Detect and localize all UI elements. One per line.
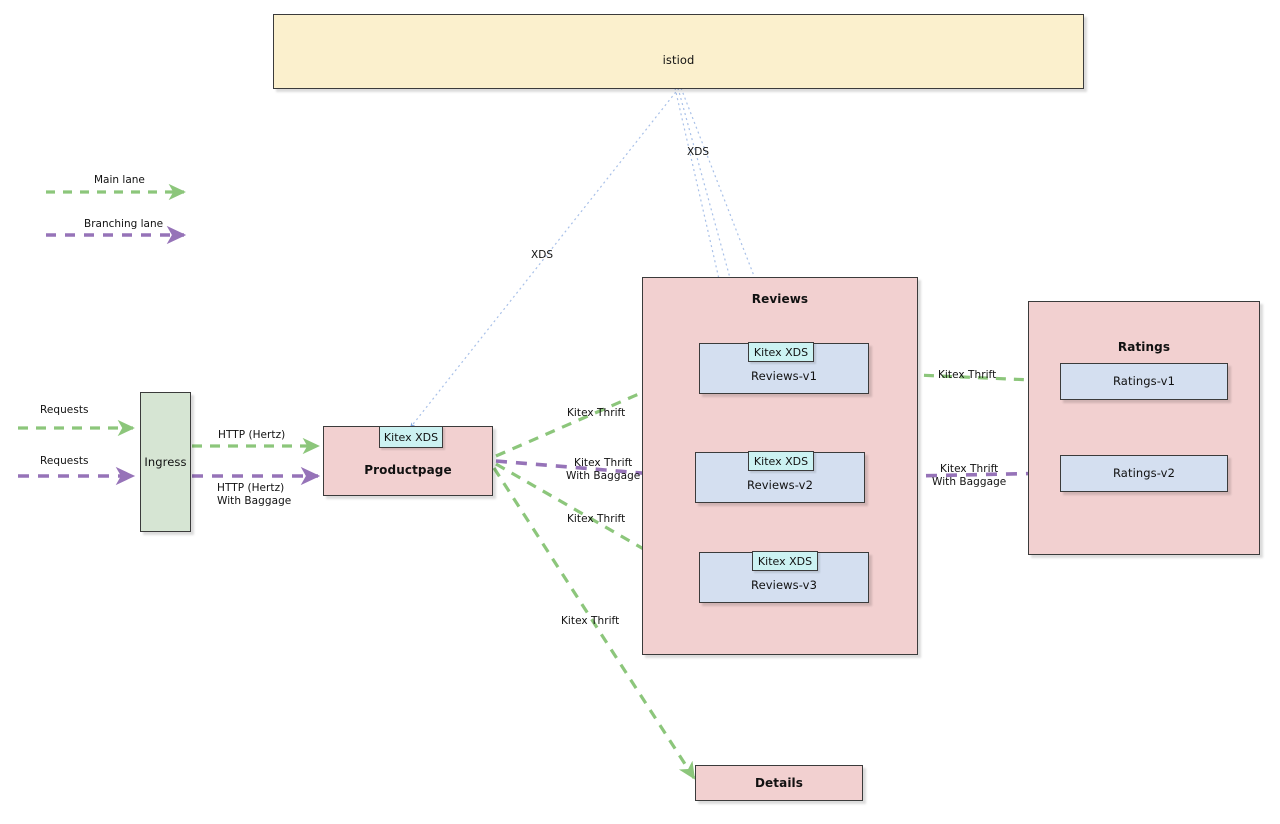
edge-label-requests-branch: Requests xyxy=(40,455,89,467)
node-reviews-v1-label: Reviews-v1 xyxy=(751,369,817,384)
edge-label-xds-reviews: XDS xyxy=(687,146,710,158)
edge-label-productpage-details: Kitex Thrift xyxy=(561,615,620,627)
reviews-v3-xds-badge[interactable]: Kitex XDS xyxy=(752,551,818,571)
node-reviews-v2[interactable]: Reviews-v2 Kitex XDS xyxy=(695,451,865,503)
node-details-label: Details xyxy=(754,775,803,790)
edge-label-productpage-reviews-v1: Kitex Thrift xyxy=(567,407,626,419)
edge-label-reviews-ratings-v1: Kitex Thrift xyxy=(938,369,997,381)
edge-label-http-hertz-baggage: HTTP (Hertz) With Baggage xyxy=(217,482,292,507)
edge-label-requests-main: Requests xyxy=(40,404,89,416)
node-details[interactable]: Details xyxy=(695,765,863,801)
node-reviews-v2-label: Reviews-v2 xyxy=(747,478,813,493)
node-istiod-label: istiod xyxy=(662,53,695,67)
node-ratings-v2[interactable]: Ratings-v2 xyxy=(1060,455,1228,492)
edge-label-productpage-reviews-v3: Kitex Thrift xyxy=(567,513,626,525)
reviews-v2-xds-badge[interactable]: Kitex XDS xyxy=(748,451,814,471)
edge-label-productpage-reviews-v2: Kitex Thrift With Baggage xyxy=(566,457,641,482)
node-reviews-group-label: Reviews xyxy=(751,292,809,306)
edge-label-xds-productpage: XDS xyxy=(531,249,554,261)
node-reviews-v3[interactable]: Reviews-v3 Kitex XDS xyxy=(699,551,869,603)
edge-label-http-hertz: HTTP (Hertz) xyxy=(218,429,286,441)
legend-label-main-lane: Main lane xyxy=(94,174,145,186)
legend-label-branching-lane: Branching lane xyxy=(84,218,164,230)
node-ratings-v1[interactable]: Ratings-v1 xyxy=(1060,363,1228,400)
node-productpage[interactable]: Productpage Kitex XDS xyxy=(323,426,493,496)
node-ratings-v2-label: Ratings-v2 xyxy=(1112,466,1176,481)
node-reviews-v1[interactable]: Reviews-v1 Kitex XDS xyxy=(699,342,869,394)
reviews-v1-xds-badge[interactable]: Kitex XDS xyxy=(748,342,814,362)
node-ingress-label: Ingress xyxy=(144,454,187,469)
node-ratings-group[interactable]: Ratings xyxy=(1028,301,1260,555)
node-reviews-v3-label: Reviews-v3 xyxy=(751,578,817,593)
edge-label-reviews-ratings-v2: Kitex Thrift With Baggage xyxy=(932,463,1007,488)
node-productpage-label: Productpage xyxy=(364,462,452,477)
node-ratings-group-label: Ratings xyxy=(1117,340,1171,354)
node-ingress[interactable]: Ingress xyxy=(140,392,191,532)
productpage-xds-badge[interactable]: Kitex XDS xyxy=(379,426,443,448)
node-istiod[interactable]: istiod xyxy=(273,14,1084,89)
node-ratings-v1-label: Ratings-v1 xyxy=(1112,374,1176,389)
